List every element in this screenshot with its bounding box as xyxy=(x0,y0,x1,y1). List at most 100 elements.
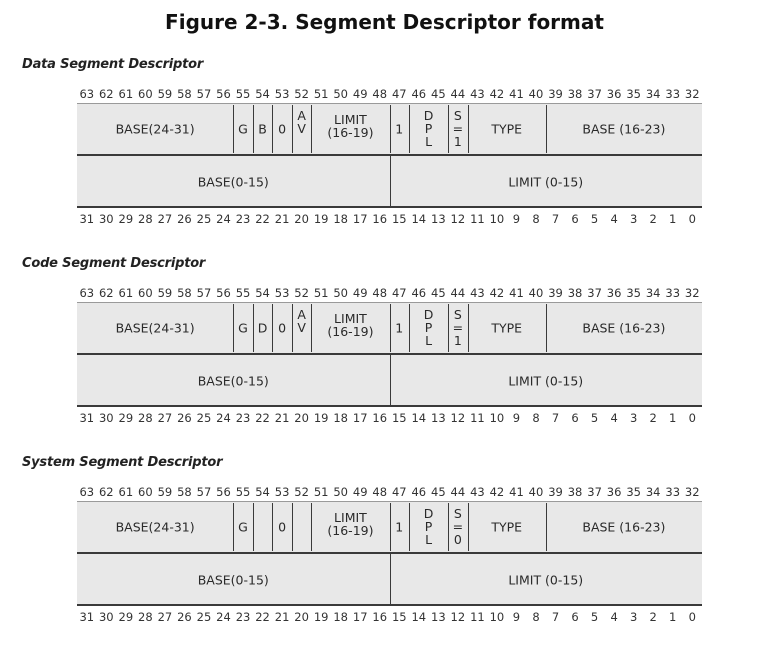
bit-number-low: 15 xyxy=(391,411,407,425)
bit-number-high: 47 xyxy=(391,87,407,101)
field-avl-line: A xyxy=(297,108,306,123)
bit-number-high: 52 xyxy=(294,87,309,101)
bit-number-low: 20 xyxy=(294,610,309,624)
bit-number-low: 10 xyxy=(489,212,505,226)
bit-number-high: 42 xyxy=(489,286,505,300)
field-present: 1 xyxy=(395,320,404,336)
field-dpl-line: L xyxy=(425,532,433,547)
bit-number-high: 52 xyxy=(294,286,309,300)
bit-number-high: 63 xyxy=(79,485,95,499)
field-base-0-15: BASE(0-15) xyxy=(197,572,269,588)
bit-number-high: 49 xyxy=(352,286,368,300)
bit-number-low: 17 xyxy=(352,610,368,624)
bit-number-low: 9 xyxy=(512,610,521,624)
bit-number-low: 28 xyxy=(138,212,153,226)
bit-number-low: 5 xyxy=(590,610,599,624)
bit-number-high: 63 xyxy=(79,87,95,101)
field-divider xyxy=(291,304,293,352)
bit-number-low: 15 xyxy=(391,610,407,624)
bit-number-low: 14 xyxy=(411,610,427,624)
bit-number-high: 37 xyxy=(587,286,602,300)
bit-number-high: 57 xyxy=(196,286,212,300)
bit-number-high: 59 xyxy=(157,87,173,101)
bit-number-low: 13 xyxy=(431,411,446,425)
field-divider xyxy=(252,503,254,551)
bit-number-low: 6 xyxy=(571,212,579,226)
field-s-line: S xyxy=(453,108,462,123)
bit-number-low: 16 xyxy=(372,411,388,425)
bit-number-high: 56 xyxy=(216,87,231,101)
bit-number-low: 2 xyxy=(649,212,657,226)
bit-number-high: 35 xyxy=(626,286,641,300)
bit-number-low: 7 xyxy=(551,212,560,226)
bit-number-low: 2 xyxy=(649,411,657,425)
field-divider xyxy=(545,503,547,551)
bit-number-high: 32 xyxy=(684,286,700,300)
section-title: Code Segment Descriptor xyxy=(22,256,206,271)
bit-number-high: 38 xyxy=(567,485,583,499)
bit-number-low: 27 xyxy=(157,610,173,624)
bit-number-low: 11 xyxy=(470,610,485,624)
bit-number-high: 53 xyxy=(274,485,290,499)
bit-number-low: 29 xyxy=(118,610,134,624)
bit-number-high: 46 xyxy=(411,286,427,300)
bit-number-low: 19 xyxy=(313,212,329,226)
bit-number-low: 23 xyxy=(235,411,251,425)
field-zero: 0 xyxy=(278,519,287,535)
field-limit-line: (16-19) xyxy=(327,523,374,538)
bit-number-low: 24 xyxy=(216,610,231,624)
bit-number-low: 25 xyxy=(196,212,212,226)
field-divider xyxy=(389,156,391,206)
bit-number-low: 12 xyxy=(450,610,466,624)
field-divider xyxy=(448,503,450,551)
bit-number-high: 42 xyxy=(489,485,505,499)
field-type: TYPE xyxy=(491,121,523,137)
field-s-line: 0 xyxy=(453,532,462,547)
bit-number-high: 33 xyxy=(665,87,681,101)
bit-number-low: 22 xyxy=(255,212,270,226)
bit-number-high: 49 xyxy=(352,87,368,101)
bit-number-high: 43 xyxy=(470,286,485,300)
bit-number-low: 16 xyxy=(372,610,388,624)
bit-number-low: 22 xyxy=(255,411,270,425)
bit-number-low: 10 xyxy=(489,610,505,624)
bit-number-low: 31 xyxy=(79,411,95,425)
bit-number-high: 39 xyxy=(548,485,563,499)
field-divider xyxy=(311,304,313,352)
bit-number-low: 29 xyxy=(118,212,134,226)
bit-number-high: 55 xyxy=(235,87,251,101)
bit-number-low: 30 xyxy=(98,610,114,624)
field-g: G xyxy=(238,121,248,137)
bit-number-low: 14 xyxy=(411,212,427,226)
field-divider xyxy=(409,105,411,153)
field-divider xyxy=(291,503,293,551)
field-divider xyxy=(252,304,254,352)
field-limit-16-19: LIMIT(16-19) xyxy=(327,511,373,537)
bit-number-low: 6 xyxy=(571,610,579,624)
bit-number-high: 46 xyxy=(411,485,427,499)
field-base-24-31: BASE(24-31) xyxy=(115,121,195,137)
field-divider xyxy=(389,304,391,352)
field-divider xyxy=(291,105,293,153)
field-base-24-31: BASE(24-31) xyxy=(115,519,195,535)
bit-number-low: 15 xyxy=(391,212,407,226)
bit-number-high: 50 xyxy=(333,485,348,499)
bit-number-low: 25 xyxy=(196,411,212,425)
bit-number-low: 24 xyxy=(216,411,231,425)
bit-number-low: 17 xyxy=(352,411,368,425)
bit-number-low: 0 xyxy=(688,212,696,226)
bit-number-low: 12 xyxy=(450,212,466,226)
bit-number-high: 55 xyxy=(235,485,251,499)
bit-number-low: 11 xyxy=(470,212,485,226)
field-s-line: = xyxy=(452,320,464,335)
bit-number-low: 17 xyxy=(352,212,368,226)
bit-number-low: 26 xyxy=(177,212,192,226)
bit-number-low: 19 xyxy=(313,610,329,624)
field-zero: 0 xyxy=(278,320,287,336)
field-type: TYPE xyxy=(491,519,523,535)
field-base-16-23: BASE (16-23) xyxy=(582,320,666,336)
field-s-line: = xyxy=(452,519,464,534)
field-limit-16-19: LIMIT(16-19) xyxy=(327,312,373,338)
bit-number-low: 9 xyxy=(512,411,521,425)
field-base-0-15: BASE(0-15) xyxy=(197,373,269,389)
